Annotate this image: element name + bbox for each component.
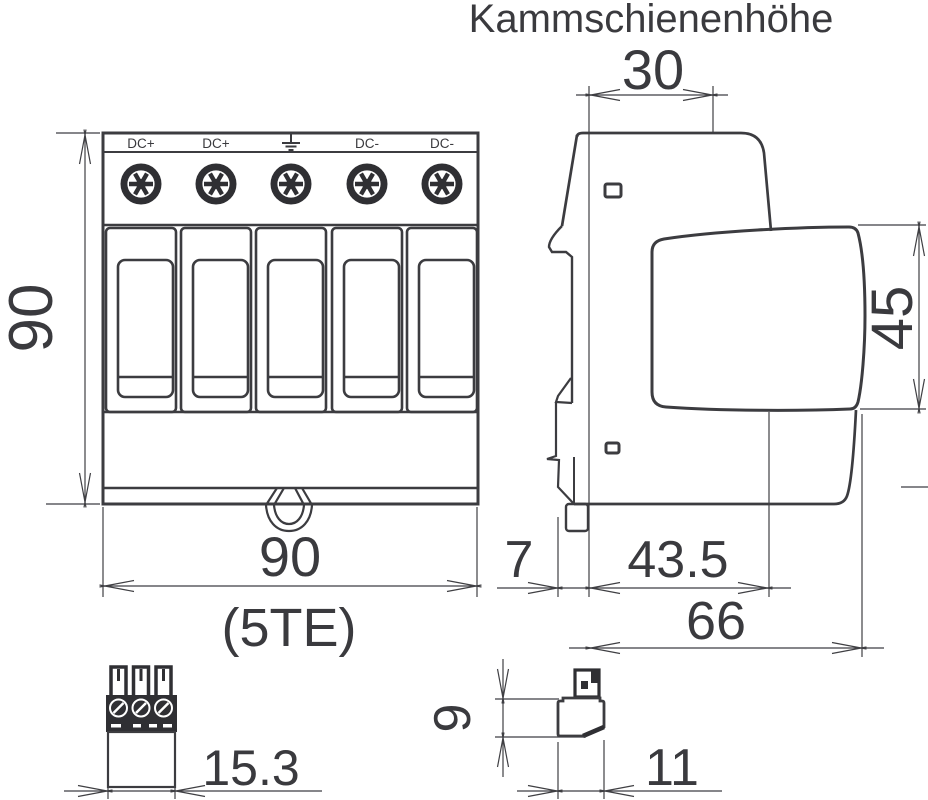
tab-chamfer-edge [582,724,605,739]
arrow-up-icon [496,732,510,768]
arrow-right-icon [527,784,563,798]
arrow-left-icon [170,784,206,798]
dim-value: 90 [259,525,321,588]
arrow-right-icon [682,88,718,102]
terminal-connector-detail [106,665,177,789]
arrow-down-icon [496,668,510,704]
back-slant-edge [560,134,579,227]
tab-body [556,696,606,738]
arrow-down-icon [912,378,926,414]
dim-value: 9 [424,704,482,733]
dim-tab-width: 11 [517,739,722,799]
dim-value: 15.3 [202,740,299,796]
arrow-right-icon [737,581,773,595]
side-view [546,86,928,597]
dim-value: 11 [645,739,699,797]
dim-value: 7 [505,531,534,589]
dim-front-width: 90 (5TE) [99,507,482,658]
screw-icon [270,163,312,205]
earth-ground-icon [282,134,300,151]
terminal-label: DC- [355,136,379,151]
terminal-label: DC+ [202,136,229,151]
front-view: DC+ DC+ DC- DC- [101,131,480,533]
arrow-right-icon [446,579,482,593]
clamp-slots [111,724,172,728]
dim-tab-height: 9 [424,659,586,777]
protection-modules [104,226,479,414]
arrow-up-icon [912,221,926,257]
arrow-right-icon [77,784,113,798]
arrow-down-icon [78,472,92,508]
dim-value: 45 [860,286,925,351]
arrow-left-icon [585,581,621,595]
screw-icon [346,163,388,205]
clip-slider-tab [564,502,590,533]
dim-total-depth: 66 [569,414,884,657]
dim-comb-rail: Kammschienenhöhe 30 [469,0,834,132]
module [179,226,253,414]
arrow-up-icon [78,129,92,165]
screw-icon [120,163,162,205]
connector-housing [106,730,177,789]
dim-value: 30 [622,38,684,101]
marking-window-icon [604,441,621,455]
terminal-screws [120,163,463,205]
tab-corner [591,669,600,683]
screw-icon [195,163,237,205]
dim-depths: 7 43.5 [497,412,791,597]
upper-block-outline [575,131,773,232]
terminal-label: DC+ [127,136,154,151]
connector-pins [109,665,173,699]
arrow-left-icon [585,88,621,102]
clamp-screws [109,698,173,718]
arrow-left-icon [585,641,621,655]
mounting-tab-detail [556,668,606,739]
module [330,226,404,414]
module [405,226,479,414]
dim-value: 43.5 [627,531,728,589]
module [104,226,178,414]
dim-connector-width: 15.3 [64,740,322,799]
screw-icon [421,163,463,205]
plug-module-side [650,225,867,412]
arrow-right-icon [527,581,563,595]
dim-front-height: 90 [0,129,100,508]
arrow-left-icon [99,579,135,593]
din-clip [546,225,590,533]
arrow-right-icon [831,641,867,655]
dim-module-height: 45 [858,221,926,414]
arrow-left-icon [599,784,635,798]
tab-slot [581,681,588,689]
dim-value: 66 [686,591,746,651]
dim-value: 90 [0,284,66,353]
drawing-title: Kammschienenhöhe [469,0,834,41]
lower-body-outline [574,409,858,506]
rail-release-notch [264,487,314,533]
terminal-label: DC- [430,136,454,151]
dim-note: (5TE) [222,598,357,658]
module [254,226,328,414]
marking-window-icon [603,182,623,199]
